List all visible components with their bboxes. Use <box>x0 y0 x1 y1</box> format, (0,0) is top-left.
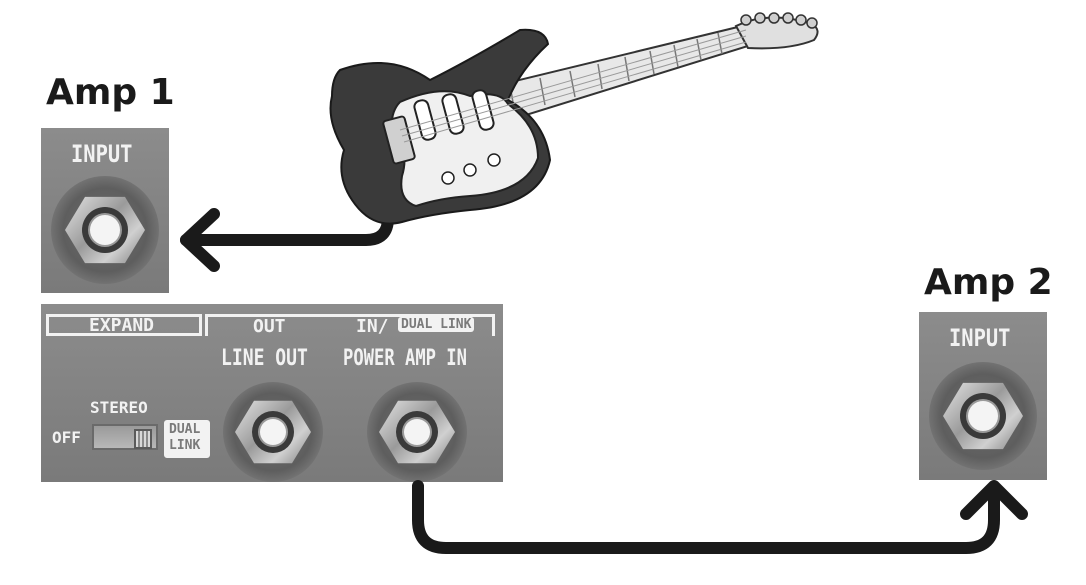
amp2-title: Amp 2 <box>924 262 1053 303</box>
amp2-input-jack[interactable] <box>929 362 1037 470</box>
out-label: OUT <box>253 316 286 337</box>
amp1-title: Amp 1 <box>46 72 175 113</box>
off-label: OFF <box>52 428 81 447</box>
out-in-bracket <box>205 314 495 336</box>
power-amp-in-label: POWER AMP IN <box>343 346 467 371</box>
dual-link-tag: DUAL LINK <box>164 420 210 458</box>
electric-guitar-icon <box>329 12 819 225</box>
guitar-to-amp1-cable <box>180 212 394 246</box>
device-connector-panel: EXPAND OUT IN/ DUAL LINK LINE OUT POWER … <box>41 304 503 482</box>
link-tag-label: LINK <box>169 438 201 453</box>
amp1-jack-hole <box>82 207 128 253</box>
power-amp-to-amp2-cable <box>412 480 1000 554</box>
line-out-jack-hole <box>252 411 294 453</box>
amp1-input-plate: INPUT <box>41 128 169 293</box>
arrow-up-icon <box>960 480 1028 520</box>
stereo-switch[interactable] <box>92 424 158 450</box>
expand-box <box>46 314 202 336</box>
amp1-input-jack[interactable] <box>51 176 159 284</box>
in-label: IN/ <box>356 316 389 337</box>
dual-link-badge: DUAL LINK <box>398 317 475 332</box>
amp1-input-label: INPUT <box>71 140 133 168</box>
stereo-label: STEREO <box>90 398 148 417</box>
amp2-jack-hole <box>960 393 1006 439</box>
dual-tag-label: DUAL <box>169 422 201 437</box>
expand-label: EXPAND <box>89 315 155 336</box>
power-amp-in-jack-hole <box>396 411 438 453</box>
line-out-jack[interactable] <box>223 382 323 482</box>
arrow-left-icon <box>180 208 220 272</box>
power-amp-in-jack[interactable] <box>367 382 467 482</box>
amp2-input-plate: INPUT <box>919 312 1047 480</box>
amp2-input-label: INPUT <box>949 324 1011 352</box>
line-out-label: LINE OUT <box>221 346 308 371</box>
stereo-switch-knob <box>134 429 152 449</box>
